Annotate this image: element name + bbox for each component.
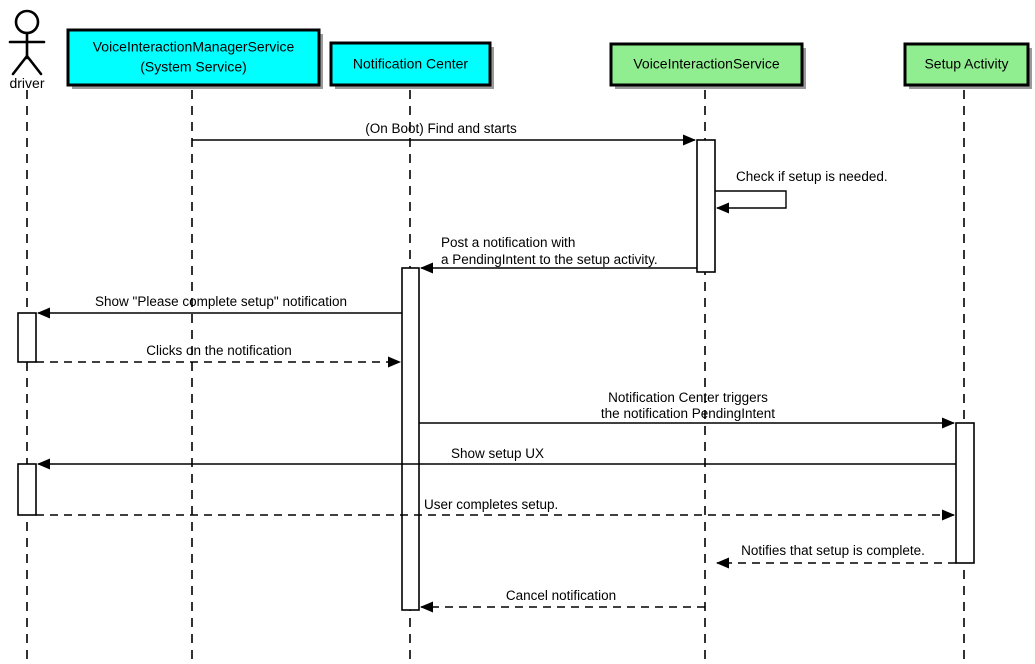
message-show-setup-ux-label: Show setup UX [451, 446, 544, 461]
message-user-completes-setup[interactable]: User completes setup. [36, 497, 955, 521]
message-cancel-notification-label: Cancel notification [506, 588, 616, 603]
message-on-boot-find-and-starts[interactable]: (On Boot) Find and starts [192, 121, 696, 146]
actor-head-icon [14, 9, 40, 35]
message-notification-center-triggers[interactable]: Notification Center triggers the notific… [419, 390, 955, 429]
message-show-please-complete-setup-notification[interactable]: Show "Please complete setup" notificatio… [37, 294, 402, 319]
message-on-boot-find-and-starts-label: (On Boot) Find and starts [365, 121, 517, 136]
message-post-a-notification-label-line1: Post a notification with [441, 235, 575, 250]
message-notifies-that-setup-is-complete[interactable]: Notifies that setup is complete. [716, 543, 956, 569]
message-show-please-complete-setup-notification-label: Show "Please complete setup" notificatio… [95, 294, 347, 309]
message-show-setup-ux[interactable]: Show setup UX [37, 446, 956, 470]
activation-bar-driver-2 [17, 463, 37, 516]
message-check-if-setup-is-needed-line [715, 190, 787, 214]
message-cancel-notification[interactable]: Cancel notification [420, 588, 705, 613]
participant-vis[interactable]: VoiceInteractionService [609, 42, 806, 89]
message-clicks-on-the-notification-label: Clicks on the notification [146, 343, 292, 358]
participant-vims-label-line1: VoiceInteractionManagerService [93, 39, 295, 55]
participant-setup-activity-box[interactable] [903, 42, 1030, 87]
activation-bars [17, 139, 975, 611]
participant-vis-box[interactable] [609, 42, 804, 87]
participant-vis-label: VoiceInteractionService [633, 56, 780, 72]
participant-notification-center[interactable]: Notification Center [329, 41, 494, 89]
activation-bar-driver-1 [17, 312, 37, 363]
activation-bar-notification-center [401, 267, 420, 611]
message-check-if-setup-is-needed[interactable]: Check if setup is needed. [715, 169, 888, 214]
message-notification-center-triggers-label-line2: the notification PendingIntent [601, 406, 775, 421]
message-user-completes-setup-label: User completes setup. [424, 497, 558, 512]
actor-label-driver: driver [9, 75, 44, 91]
message-check-if-setup-is-needed-label: Check if setup is needed. [736, 169, 888, 184]
message-notification-center-triggers-label-line1: Notification Center triggers [608, 390, 768, 405]
activation-bar-vis [696, 139, 716, 273]
participant-notification-center-box[interactable] [329, 41, 492, 87]
actor-driver[interactable]: driver [8, 9, 46, 91]
participant-setup-activity-label: Setup Activity [924, 56, 1008, 72]
actor-leg-left-icon [11, 54, 29, 76]
participant-vims-label-line2: (System Service) [140, 59, 247, 75]
participant-vims[interactable]: VoiceInteractionManagerService (System S… [66, 28, 323, 89]
participant-vims-box[interactable] [66, 28, 321, 87]
message-post-a-notification[interactable]: Post a notification with a PendingIntent… [420, 235, 697, 274]
participant-notification-center-label: Notification Center [353, 56, 469, 72]
message-notifies-that-setup-is-complete-label: Notifies that setup is complete. [741, 543, 925, 558]
message-clicks-on-the-notification[interactable]: Clicks on the notification [36, 343, 401, 368]
activation-bar-setup-activity [955, 422, 975, 564]
message-post-a-notification-label-line2: a PendingIntent to the setup activity. [441, 252, 658, 267]
actor-leg-right-icon [25, 54, 43, 76]
participant-setup-activity[interactable]: Setup Activity [903, 42, 1032, 89]
